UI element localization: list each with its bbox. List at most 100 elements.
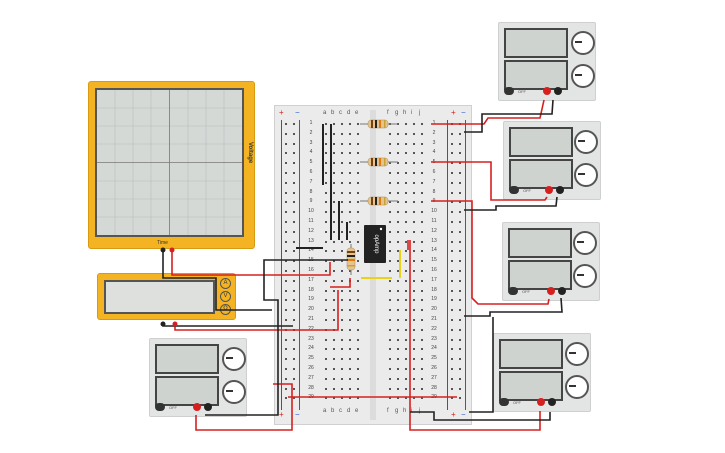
breadboard-hole[interactable] [413,132,415,135]
breadboard-hole[interactable] [349,377,351,380]
breadboard-hole[interactable] [325,309,327,312]
breadboard-hole[interactable] [459,358,461,361]
breadboard-hole[interactable] [333,230,335,233]
breadboard-hole[interactable] [325,142,327,145]
breadboard-hole[interactable] [451,289,453,292]
breadboard-hole[interactable] [451,142,453,145]
breadboard-hole[interactable] [293,172,295,174]
breadboard-hole[interactable] [341,250,343,253]
breadboard-hole[interactable] [325,358,327,361]
breadboard-hole[interactable] [397,142,399,145]
breadboard-hole[interactable] [421,309,423,312]
breadboard-hole[interactable] [293,250,295,253]
breadboard-hole[interactable] [325,201,327,204]
breadboard-hole[interactable] [405,260,407,263]
breadboard-hole[interactable] [397,270,399,272]
breadboard-hole[interactable] [421,368,423,370]
breadboard-hole[interactable] [349,201,351,204]
breadboard-hole[interactable] [421,270,423,272]
breadboard-hole[interactable] [397,260,399,263]
breadboard-hole[interactable] [325,319,327,321]
breadboard-hole[interactable] [357,338,359,341]
breadboard-hole[interactable] [413,211,415,214]
breadboard-hole[interactable] [293,338,295,341]
breadboard-hole[interactable] [459,152,461,155]
breadboard-hole[interactable] [389,270,391,272]
breadboard-hole[interactable] [293,279,295,282]
breadboard-hole[interactable] [421,319,423,321]
breadboard-hole[interactable] [285,260,287,263]
breadboard-hole[interactable] [459,299,461,302]
breadboard-hole[interactable] [285,250,287,253]
breadboard-hole[interactable] [413,201,415,204]
breadboard-hole[interactable] [459,201,461,204]
breadboard-hole[interactable] [421,132,423,135]
breadboard-hole[interactable] [451,172,453,174]
breadboard-hole[interactable] [451,377,453,380]
psu-voltage-knob[interactable] [574,130,598,154]
breadboard-hole[interactable] [285,201,287,204]
breadboard-hole[interactable] [389,348,391,351]
power-supply-4[interactable]: OFF [149,338,247,417]
psu-power-switch[interactable] [155,403,165,411]
breadboard-hole[interactable] [413,250,415,253]
breadboard-hole[interactable] [451,368,453,370]
breadboard-hole[interactable] [413,358,415,361]
breadboard-hole[interactable] [293,358,295,361]
breadboard-hole[interactable] [349,181,351,184]
breadboard-hole[interactable] [421,387,423,390]
breadboard-hole[interactable] [341,397,343,400]
breadboard-hole[interactable] [357,319,359,321]
oscilloscope[interactable]: Voltage Time [88,81,255,249]
breadboard-hole[interactable] [389,338,391,341]
psu-power-switch[interactable] [508,287,518,295]
breadboard-hole[interactable] [293,162,295,165]
breadboard-hole[interactable] [341,368,343,370]
breadboard-hole[interactable] [451,181,453,184]
breadboard-hole[interactable] [333,299,335,302]
breadboard-hole[interactable] [333,201,335,204]
breadboard-hole[interactable] [325,172,327,174]
breadboard-hole[interactable] [405,191,407,194]
breadboard-hole[interactable] [357,368,359,370]
breadboard-hole[interactable] [405,387,407,390]
breadboard-hole[interactable] [357,397,359,400]
breadboard-hole[interactable] [405,250,407,253]
breadboard-hole[interactable] [397,358,399,361]
breadboard-hole[interactable] [325,279,327,282]
breadboard-hole[interactable] [325,123,327,125]
breadboard-hole[interactable] [421,250,423,253]
breadboard-hole[interactable] [341,299,343,302]
breadboard-hole[interactable] [389,172,391,174]
breadboard-hole[interactable] [285,397,287,400]
breadboard-hole[interactable] [451,230,453,233]
breadboard-hole[interactable] [405,358,407,361]
breadboard-hole[interactable] [357,240,359,243]
breadboard-hole[interactable] [397,377,399,380]
breadboard-hole[interactable] [333,240,335,243]
breadboard-hole[interactable] [405,123,407,125]
breadboard-hole[interactable] [459,279,461,282]
breadboard-hole[interactable] [349,142,351,145]
breadboard-hole[interactable] [349,348,351,351]
breadboard-hole[interactable] [325,368,327,370]
breadboard-hole[interactable] [405,309,407,312]
breadboard-hole[interactable] [397,279,399,282]
breadboard-hole[interactable] [397,211,399,214]
breadboard-hole[interactable] [413,172,415,174]
breadboard-hole[interactable] [349,132,351,135]
breadboard-hole[interactable] [341,201,343,204]
breadboard-hole[interactable] [357,260,359,263]
breadboard-hole[interactable] [397,132,399,135]
breadboard-hole[interactable] [413,348,415,351]
breadboard-hole[interactable] [341,142,343,145]
breadboard-hole[interactable] [421,289,423,292]
breadboard-hole[interactable] [357,152,359,155]
breadboard-hole[interactable] [293,211,295,214]
breadboard-hole[interactable] [325,132,327,135]
breadboard-hole[interactable] [459,240,461,243]
breadboard-hole[interactable] [451,338,453,341]
breadboard-hole[interactable] [285,162,287,165]
opamp-chip[interactable]: opAmp [364,225,386,263]
breadboard-hole[interactable] [389,397,391,400]
